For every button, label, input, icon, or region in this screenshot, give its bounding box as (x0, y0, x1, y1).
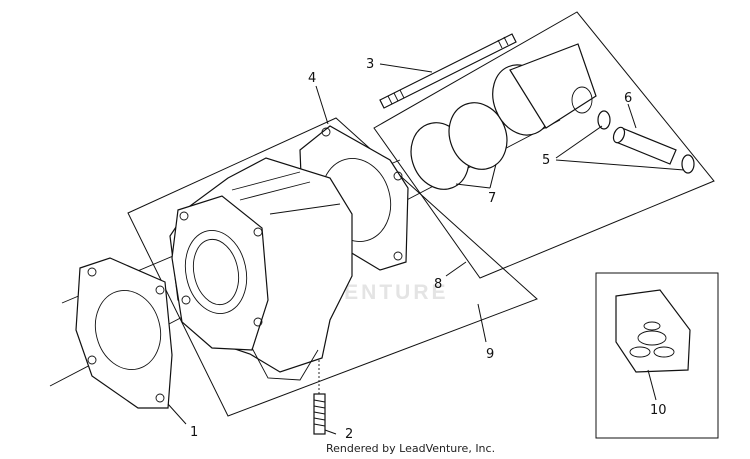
gasket-kit-bag (615, 289, 691, 373)
leader-6 (627, 103, 637, 129)
long-stud (379, 33, 517, 109)
render-credit: Rendered by LeadVenture, Inc. (326, 442, 495, 455)
leader-5b (555, 159, 685, 171)
callout-8: 8 (434, 277, 442, 292)
leader-9 (477, 303, 487, 343)
leader-10 (647, 369, 657, 401)
cylinder (169, 157, 353, 381)
callout-10: 10 (650, 403, 667, 418)
leader-3 (379, 63, 433, 73)
leader-1 (167, 403, 187, 425)
circlips (597, 110, 695, 174)
cylinder-stud (313, 360, 326, 435)
callout-6: 6 (624, 91, 632, 106)
leader-7a (455, 183, 491, 189)
piston-rings (410, 102, 508, 190)
callout-2: 2 (345, 427, 353, 442)
wrist-pin (612, 126, 677, 165)
gasket-kit-box (595, 272, 719, 439)
leader-7b (489, 163, 497, 189)
piston-kit-box (373, 11, 715, 279)
leader-4 (315, 85, 329, 125)
leader-8 (445, 261, 467, 277)
callout-9: 9 (486, 347, 494, 362)
piston (492, 43, 597, 136)
callout-5: 5 (542, 153, 550, 168)
callout-4: 4 (308, 71, 316, 86)
callout-7: 7 (488, 191, 496, 206)
callout-3: 3 (366, 57, 374, 72)
leader-2 (324, 429, 337, 435)
base-gasket (75, 257, 173, 409)
callout-1: 1 (190, 425, 198, 440)
cylinder-kit-box (127, 117, 538, 417)
leader-5a (555, 125, 603, 159)
